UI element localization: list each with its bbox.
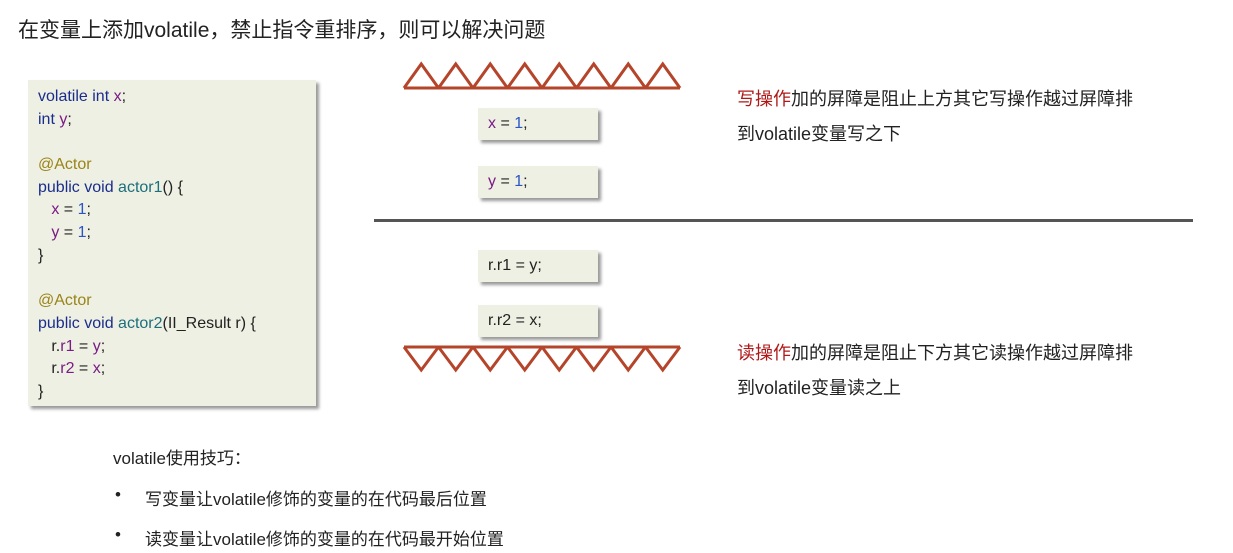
code-token: x — [113, 88, 122, 105]
code-token: () { — [162, 178, 183, 196]
barrier-triangle — [437, 61, 475, 89]
note-text: 加的屏障是阻止下方其它读操作越过屏障排 — [791, 343, 1133, 363]
barrier-triangle — [540, 346, 578, 373]
code-token: (II_Result r) { — [162, 314, 256, 332]
code-token: ; — [121, 88, 127, 105]
note-text: 加的屏障是阻止上方其它写操作越过屏障排 — [791, 89, 1133, 109]
code-token: 1 — [77, 201, 87, 219]
method-name: actor2 — [118, 314, 163, 332]
code-token: y — [488, 173, 496, 190]
statement-box: r.r2 = x; — [478, 305, 598, 337]
code-token: r2 — [60, 360, 75, 378]
code-token: x — [51, 201, 60, 219]
code-token: ; — [100, 337, 106, 355]
statement-box: y = 1; — [478, 166, 598, 198]
code-token: r.r1 — [488, 257, 512, 274]
read-barrier-icon — [402, 345, 682, 373]
write-note-line2: 到volatile变量写之下 — [737, 124, 902, 144]
barrier-triangle — [644, 346, 682, 373]
code-token: r1 — [60, 337, 75, 355]
divider — [374, 219, 1193, 222]
code-token: r.r2 — [488, 312, 512, 329]
code-token: r. — [51, 337, 61, 355]
code-token: 1 — [77, 224, 87, 242]
tip-item: 写变量让volatile修饰的变量的在代码最后位置 — [145, 490, 487, 509]
read-note-line2: 到volatile变量读之上 — [737, 378, 902, 398]
barrier-triangle — [402, 346, 440, 373]
code-token: } — [38, 382, 44, 400]
code-token: 1 — [514, 115, 524, 132]
barrier-triangle — [644, 61, 682, 89]
barrier-triangle — [471, 61, 509, 89]
barrier-triangle — [437, 346, 475, 373]
code-token: ; — [86, 224, 91, 242]
code-token: y — [59, 110, 68, 128]
code-token: x — [529, 312, 538, 329]
code-token: = — [59, 224, 78, 242]
code-token: int — [38, 110, 60, 128]
bullet: • — [115, 485, 121, 504]
statement-box: x = 1; — [478, 108, 598, 140]
statement-box: r.r1 = y; — [478, 250, 598, 282]
tip-item: 读变量让volatile修饰的变量的在代码最开始位置 — [145, 530, 504, 549]
code-token: x — [488, 115, 496, 132]
slide-title: 在变量上添加volatile，禁止指令重排序，则可以解决问题 — [18, 19, 546, 42]
code-token: ; — [86, 201, 91, 219]
code-token: r. — [51, 360, 61, 378]
tips-heading: volatile使用技巧： — [113, 449, 251, 468]
code-token: = — [59, 201, 78, 219]
barrier-triangle — [540, 61, 578, 89]
barrier-triangle — [506, 61, 544, 89]
highlight: 读操作 — [737, 343, 791, 363]
barrier-triangle — [609, 346, 647, 373]
code-token: } — [38, 246, 44, 264]
code-token: ; — [67, 110, 72, 128]
annotation: @Actor — [38, 156, 92, 174]
write-barrier-icon — [402, 61, 682, 90]
write-note: 写操作加的屏障是阻止上方其它写操作越过屏障排 — [737, 85, 1133, 111]
code-token: y — [92, 337, 101, 355]
barrier-triangle — [575, 61, 613, 89]
code-token: volatile int — [38, 88, 114, 105]
method-name: actor1 — [118, 178, 163, 196]
barrier-triangle — [506, 346, 544, 373]
code-token: y — [529, 257, 538, 274]
code-token: 1 — [514, 173, 524, 190]
barrier-triangle — [471, 346, 509, 373]
code-token: = — [74, 337, 93, 355]
code-token: public void — [38, 178, 119, 196]
code-block: volatile int x; int y; @Actor public voi… — [28, 80, 316, 406]
code-token: ; — [100, 360, 106, 378]
barrier-triangle — [575, 346, 613, 373]
code-token: y — [51, 224, 60, 242]
barrier-triangle — [609, 61, 647, 89]
barrier-triangle — [402, 61, 440, 89]
code-token: = — [74, 360, 93, 378]
bullet: • — [115, 525, 121, 544]
highlight: 写操作 — [737, 89, 791, 109]
code-token: public void — [38, 314, 119, 332]
code-token: x — [92, 360, 101, 378]
annotation: @Actor — [38, 292, 92, 310]
read-note: 读操作加的屏障是阻止下方其它读操作越过屏障排 — [737, 339, 1133, 365]
